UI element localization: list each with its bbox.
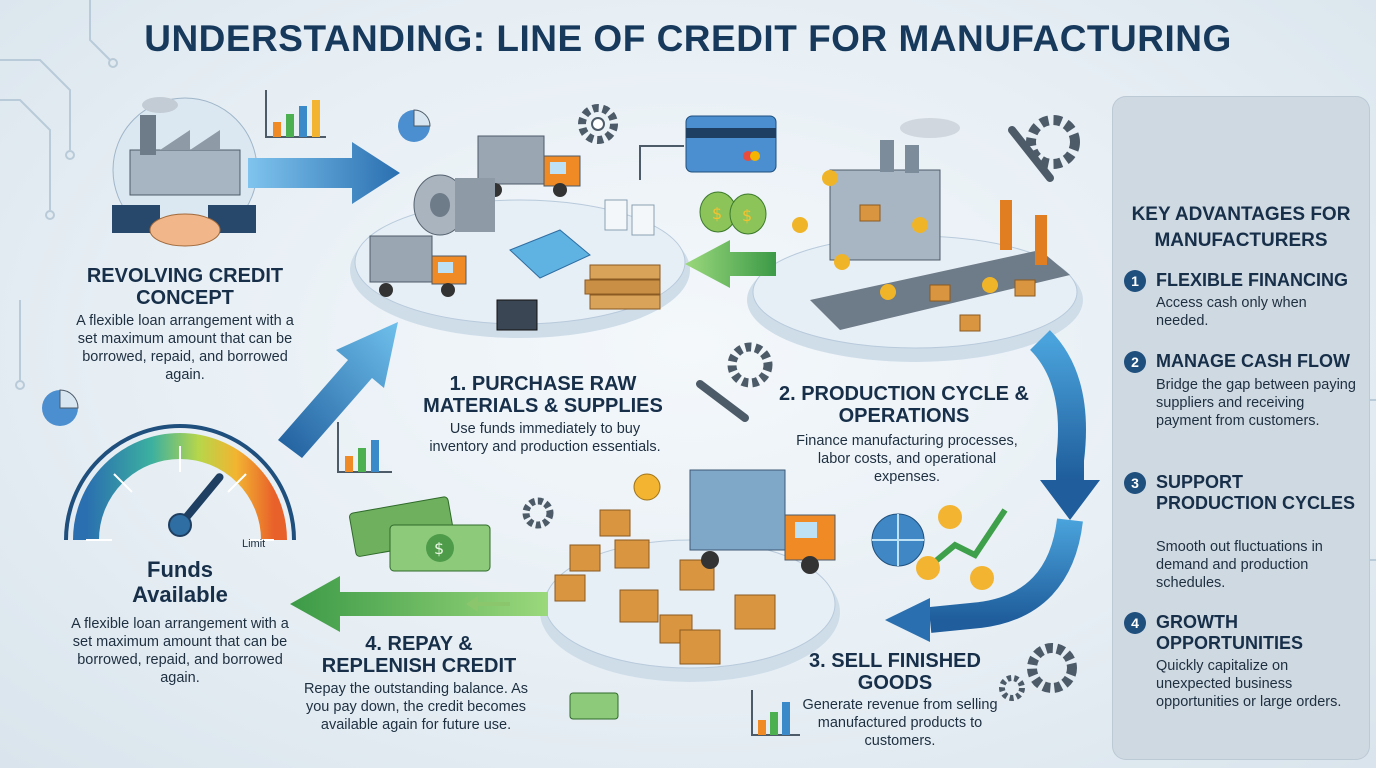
raw-materials-icon: [413, 174, 661, 331]
pie-chart-icon: [42, 389, 79, 426]
flow-arrow-head: [1040, 480, 1100, 520]
bar-chart-icon: [337, 422, 392, 473]
wrench-icon: [696, 126, 1054, 422]
svg-text:$: $: [712, 204, 722, 223]
flow-arrow: [1029, 330, 1086, 480]
step-1-text: Use funds immediately to buy inventory a…: [429, 421, 661, 455]
advantages-title: KEY ADVANTAGES FOR MANUFACTURERS: [1131, 204, 1351, 251]
advantage-number-badge: 1: [1124, 270, 1146, 292]
delivery-truck-icon: [689, 469, 836, 574]
flow-arrow: [278, 322, 398, 458]
cash-stack-icon: $: [349, 496, 619, 720]
gear-icon: [522, 104, 1080, 701]
bar-chart-icon: [265, 90, 326, 138]
advantage-number-badge: 4: [1124, 612, 1146, 634]
step-3-text: Generate revenue from selling manufactur…: [802, 697, 998, 749]
advantage-item: 2 MANAGE CASH FLOW Bridge the gap betwee…: [1124, 351, 1364, 461]
gauge-limit-label: Limit: [242, 538, 266, 550]
advantage-title: GROWTH OPPORTUNITIES: [1156, 612, 1304, 653]
advantage-item: 4 GROWTH OPPORTUNITIES Quickly capitaliz…: [1124, 612, 1364, 742]
delivery-truck-icon: [369, 235, 467, 297]
revolving-heading: REVOLVING CREDIT CONCEPT: [86, 265, 284, 309]
advantage-title: SUPPORT PRODUCTION CYCLES: [1156, 472, 1356, 513]
factory-handshake-icon: [112, 97, 258, 247]
shipping-boxes-icon: [554, 509, 776, 665]
money-bag-icon: $ $: [699, 191, 767, 235]
advantage-number-badge: 2: [1124, 351, 1146, 373]
circuit-decoration: [0, 0, 1376, 561]
step-4-text: Repay the outstanding balance. As you pa…: [303, 681, 529, 733]
advantage-number-badge: 3: [1124, 472, 1146, 494]
svg-text:$: $: [742, 206, 752, 225]
step-2-text: Finance manufacturing processes, labor c…: [796, 433, 1018, 485]
advantage-title: FLEXIBLE FINANCING: [1156, 270, 1348, 290]
step-1-heading: 1. PURCHASE RAW MATERIALS & SUPPLIES: [423, 373, 663, 417]
step-3-heading: 3. SELL FINISHED GOODS: [809, 650, 981, 694]
step-2-heading: 2. PRODUCTION CYCLE & OPERATIONS: [778, 383, 1030, 427]
flow-arrow: [685, 240, 776, 288]
revolving-text: A flexible loan arrangement with a set m…: [76, 313, 294, 383]
advantage-item: 3 SUPPORT PRODUCTION CYCLES Smooth out f…: [1124, 472, 1364, 602]
delivery-truck-icon: [477, 135, 581, 197]
credit-card-icon: [685, 115, 777, 173]
step-4-heading: 4. REPAY & REPLENISH CREDIT: [321, 633, 517, 677]
advantage-text: Bridge the gap between paying suppliers …: [1156, 377, 1356, 429]
advantages-panel: [1112, 96, 1370, 760]
flow-arrow-head: [885, 598, 930, 642]
flow-arrow: [928, 518, 1083, 633]
advantage-text: Quickly capitalize on unexpected busines…: [1156, 658, 1342, 710]
advantage-text: Access cash only when needed.: [1156, 295, 1307, 329]
page-title: UNDERSTANDING: LINE OF CREDIT FOR MANUFA…: [144, 18, 1232, 59]
svg-text:$: $: [434, 539, 444, 558]
flow-arrow: [290, 576, 548, 632]
gauge-text: A flexible loan arrangement with a set m…: [71, 616, 289, 686]
bar-chart-icon: [751, 690, 800, 736]
money-icon: [633, 473, 661, 501]
globe-growth-icon: [871, 505, 1008, 590]
advantage-text: Smooth out fluctuations in demand and pr…: [1156, 539, 1323, 591]
advantage-item: 1 FLEXIBLE FINANCING Access cash only wh…: [1124, 270, 1364, 338]
gauge-label: Funds Available: [132, 557, 228, 607]
flow-arrow: [248, 142, 400, 204]
pie-chart-icon: [398, 109, 431, 142]
advantage-title: MANAGE CASH FLOW: [1156, 351, 1350, 371]
assembly-line-workers-icon: [792, 118, 1070, 332]
funds-gauge: [64, 424, 296, 541]
